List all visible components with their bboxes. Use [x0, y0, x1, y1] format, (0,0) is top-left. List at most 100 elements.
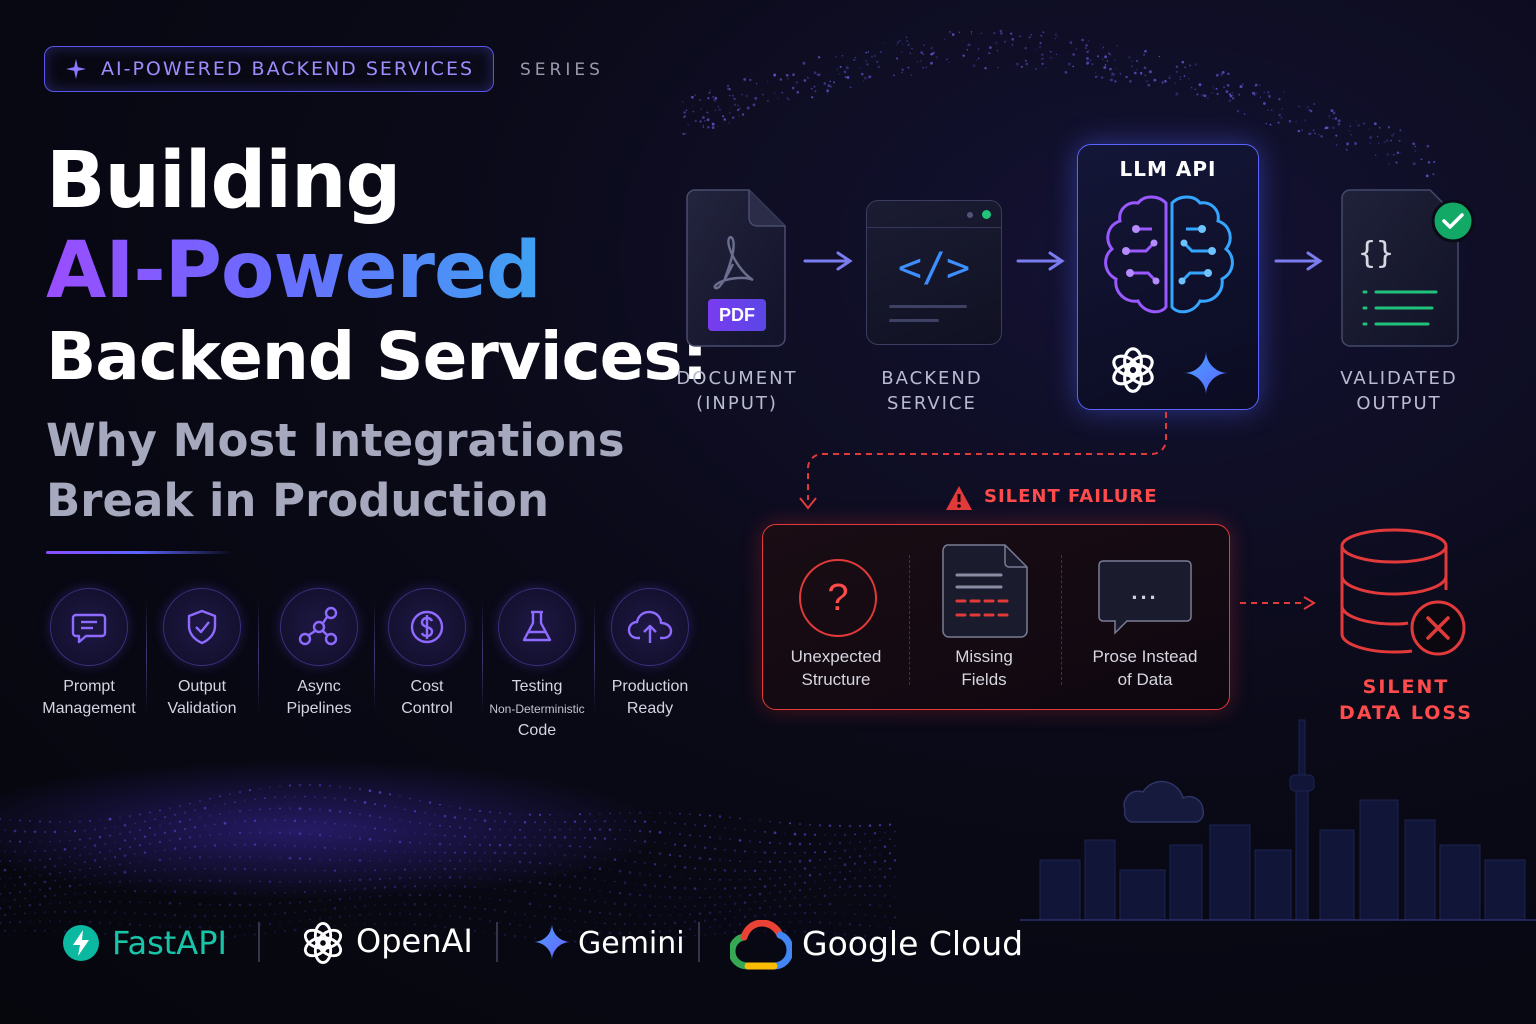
- title-line-1: Building: [46, 136, 401, 226]
- json-icon: {}: [1358, 236, 1395, 271]
- feature-label: Non-Deterministic: [489, 702, 585, 716]
- caption-line: BACKEND: [881, 368, 983, 389]
- series-pill: AI-POWERED BACKEND SERVICES: [44, 46, 494, 92]
- logo-divider: [496, 922, 498, 962]
- caption-line: OUTPUT: [1356, 393, 1442, 414]
- logo-divider: [698, 922, 700, 962]
- series-label: SERIES: [520, 60, 604, 80]
- fastapi-icon: [63, 925, 99, 961]
- failure-label: Unexpected: [790, 647, 882, 666]
- title-line-3: Backend Services:: [46, 318, 708, 395]
- google-cloud-icon: [730, 920, 792, 970]
- feature-label: Ready: [626, 700, 674, 717]
- feature-label: Validation: [167, 700, 237, 717]
- subtitle-line-2: Break in Production: [46, 474, 549, 527]
- gemini-icon: [1184, 351, 1228, 395]
- caption-line: SERVICE: [887, 393, 977, 414]
- logo-divider: [258, 922, 260, 962]
- feature-divider: [258, 600, 259, 712]
- output-node: [1341, 189, 1459, 347]
- silent-data-loss-label: SILENT DATA LOSS: [1336, 674, 1476, 726]
- shield-check-icon: [187, 609, 217, 645]
- failure-item-prose-instead: Prose Instead of Data: [1073, 645, 1217, 691]
- openai-icon: [1112, 347, 1154, 393]
- nodes-icon: [298, 606, 338, 646]
- arrowhead: [1048, 251, 1065, 271]
- feature-label: Prompt: [63, 678, 115, 695]
- arrowhead: [1306, 251, 1323, 271]
- failure-label: Structure: [801, 670, 871, 689]
- arrowhead: [836, 251, 853, 271]
- llm-api-node: LLM API: [1077, 144, 1259, 410]
- feature-label: Testing: [511, 678, 563, 695]
- document-caption: DOCUMENT (INPUT): [666, 366, 808, 416]
- code-icon: </>: [897, 245, 971, 291]
- feature-label: Cost: [410, 678, 444, 695]
- gemini-logo-icon: [533, 923, 571, 961]
- subtitle-line-1: Why Most Integrations: [46, 414, 625, 467]
- status-dot: [982, 210, 991, 219]
- caption-line: VALIDATED: [1340, 368, 1458, 389]
- database-icon: [1340, 528, 1466, 656]
- feature-divider: [374, 600, 375, 712]
- backend-node: </>: [866, 200, 1002, 345]
- title-underline: [46, 551, 232, 554]
- openai-logo-text: OpenAI: [356, 922, 473, 960]
- caption-line: (INPUT): [696, 393, 778, 414]
- caption-line: DOCUMENT: [676, 368, 798, 389]
- backend-caption: BACKEND SERVICE: [861, 366, 1003, 416]
- failure-label: Missing: [955, 647, 1013, 666]
- failure-label: of Data: [1117, 670, 1173, 689]
- title-line-2: AI-Powered: [46, 226, 542, 316]
- failure-divider: [909, 555, 911, 685]
- openai-logo-icon: [303, 922, 343, 964]
- feature-divider: [146, 600, 147, 712]
- feature-label: Async: [297, 678, 341, 695]
- check-icon: [1431, 199, 1475, 243]
- warning-icon: [946, 486, 972, 510]
- sparkle-icon: [65, 58, 87, 80]
- loss-line: SILENT: [1362, 676, 1450, 698]
- silent-failure-heading: SILENT FAILURE: [984, 486, 1158, 507]
- chat-icon: [71, 613, 107, 644]
- feature-divider: [482, 600, 483, 712]
- google-cloud-logo-text: Google Cloud: [802, 924, 1024, 963]
- feature-label: Code: [517, 722, 557, 739]
- pdf-icon: [713, 235, 754, 290]
- failure-connector: [807, 412, 1167, 500]
- brain-icon: [1104, 195, 1234, 314]
- feature-divider: [594, 600, 595, 712]
- feature-label: Production: [611, 678, 689, 695]
- feature-label: Control: [401, 700, 453, 717]
- loss-line: DATA LOSS: [1339, 702, 1473, 724]
- feature-label: Management: [42, 700, 136, 717]
- llm-api-title: LLM API: [1119, 157, 1217, 181]
- dollar-icon: [410, 610, 444, 644]
- question-icon: ?: [799, 559, 877, 637]
- gemini-logo-text: Gemini: [578, 926, 685, 961]
- cloud-upload-icon: [627, 610, 673, 643]
- failure-label: Prose Instead: [1092, 647, 1198, 666]
- failure-divider: [1061, 555, 1063, 685]
- feature-label: Pipelines: [286, 700, 352, 717]
- series-pill-text: AI-POWERED BACKEND SERVICES: [101, 58, 475, 80]
- feature-label: Output: [177, 678, 227, 695]
- failure-label: Fields: [961, 670, 1007, 689]
- pdf-badge: PDF: [708, 299, 766, 331]
- document-lines-icon: [942, 544, 1028, 638]
- flask-icon: [522, 610, 552, 642]
- chat-bubble-icon: [1098, 560, 1192, 635]
- output-caption: VALIDATED OUTPUT: [1326, 366, 1472, 416]
